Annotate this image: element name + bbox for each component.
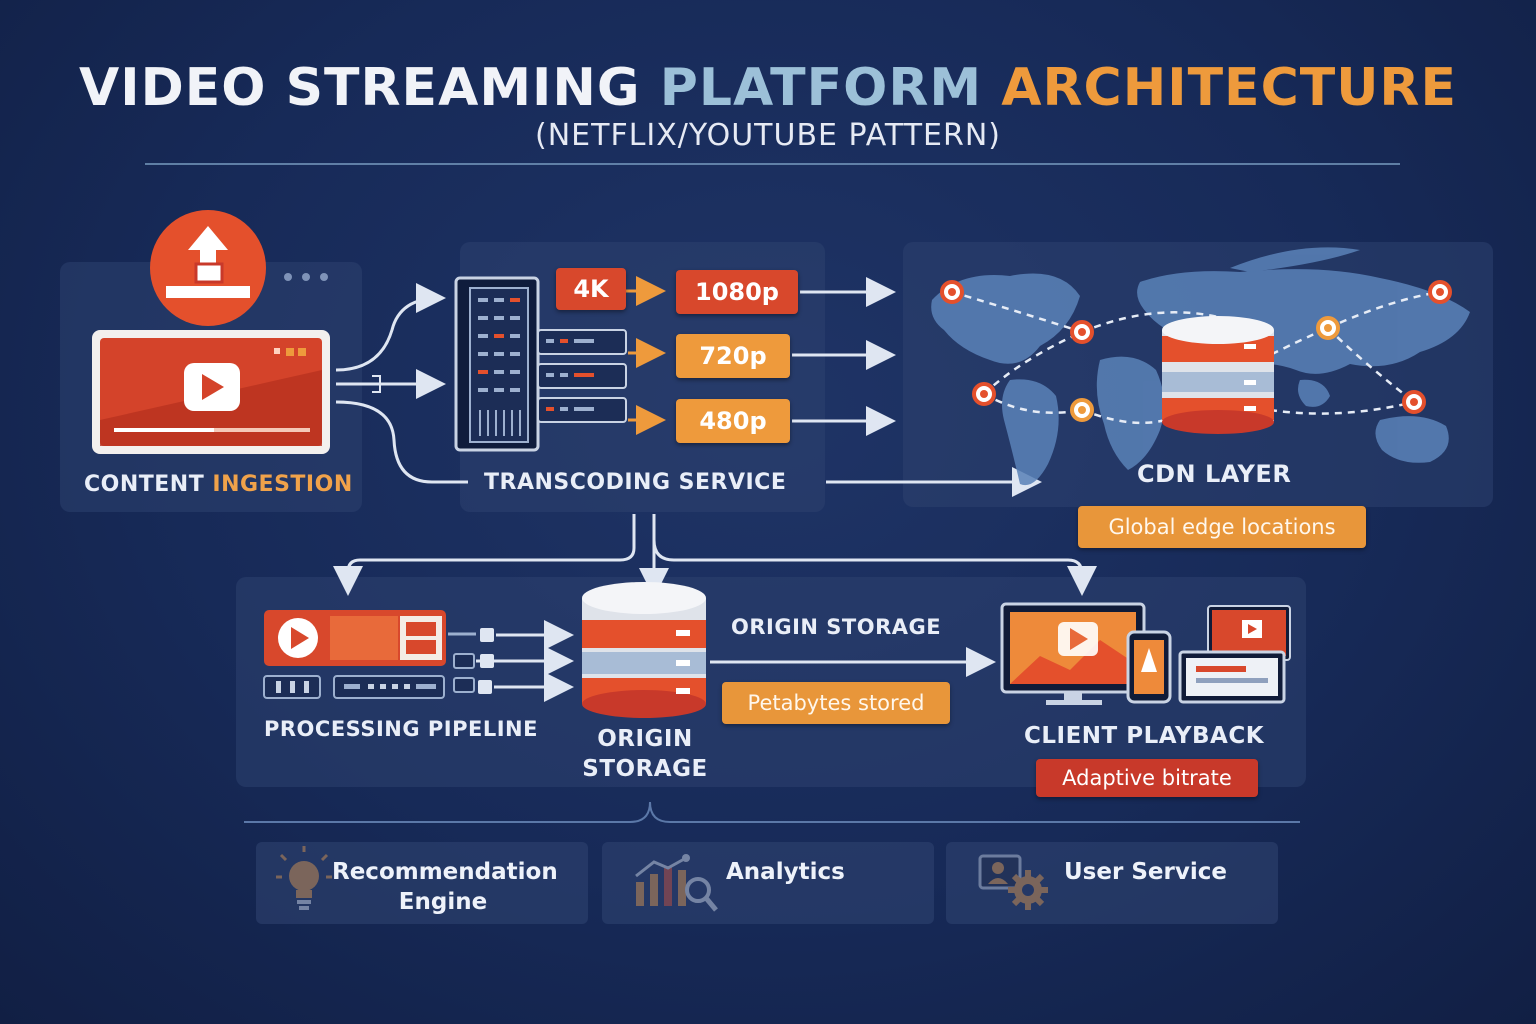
- page-subtitle: (NETFLIX/YOUTUBE PATTERN): [535, 118, 1001, 153]
- origin-storage-tag: Petabytes stored: [722, 682, 950, 724]
- cdn-database-icon: [1162, 316, 1274, 434]
- window-dots-icon: [284, 273, 328, 281]
- origin-storage-side-label: ORIGIN STORAGE: [731, 615, 942, 639]
- client-playback-tag: Adaptive bitrate: [1036, 759, 1258, 797]
- server-rack-icon: [454, 276, 627, 452]
- recommendation-engine-card: [256, 842, 588, 924]
- transcoding-service-label: TRANSCODING SERVICE: [484, 470, 787, 495]
- origin-storage-label-line1: ORIGIN: [597, 726, 693, 752]
- analytics-label: Analytics: [726, 859, 845, 885]
- source-resolution-4k: 4K: [556, 268, 626, 310]
- origin-database-icon: [582, 582, 706, 718]
- origin-storage-label-line2: STORAGE: [582, 756, 708, 782]
- cdn-tag: Global edge locations: [1078, 506, 1366, 548]
- processing-pipeline-label: PROCESSING PIPELINE: [264, 717, 538, 741]
- recommendation-engine-label-line1: Recommendation: [332, 859, 558, 885]
- title-part-1: VIDEO STREAMING: [79, 58, 641, 118]
- content-ingestion-label: CONTENT INGESTION: [84, 472, 353, 497]
- output-resolution-1080p: 1080p: [676, 270, 798, 314]
- recommendation-engine-label: Recommendation Engine: [332, 857, 558, 917]
- page-title: VIDEO STREAMING PLATFORM ARCHITECTURE: [0, 58, 1536, 118]
- content-ingestion-label-main: CONTENT: [84, 472, 205, 497]
- title-part-2: PLATFORM: [659, 58, 983, 118]
- title-part-3: ARCHITECTURE: [1001, 58, 1457, 118]
- analytics-card: [602, 842, 934, 924]
- output-resolution-720p: 720p: [676, 334, 790, 378]
- origin-storage-label: ORIGIN STORAGE: [566, 724, 724, 784]
- recommendation-engine-label-line2: Engine: [398, 889, 488, 915]
- pipeline-hardware-icons: [263, 628, 494, 699]
- title-divider: [145, 163, 1400, 165]
- cdn-layer-label: CDN LAYER: [1137, 460, 1292, 488]
- output-resolution-480p: 480p: [676, 399, 790, 443]
- video-player-icon: [92, 330, 330, 454]
- upload-icon: [150, 210, 266, 326]
- client-playback-label: CLIENT PLAYBACK: [1024, 723, 1265, 749]
- user-service-card: [946, 842, 1278, 924]
- client-devices-icon: [1000, 602, 1291, 705]
- content-ingestion-label-accent: INGESTION: [212, 472, 353, 497]
- edge-location-markers: [940, 280, 1452, 422]
- user-service-label: User Service: [1064, 859, 1227, 885]
- pipeline-video-strip-icon: [264, 610, 446, 666]
